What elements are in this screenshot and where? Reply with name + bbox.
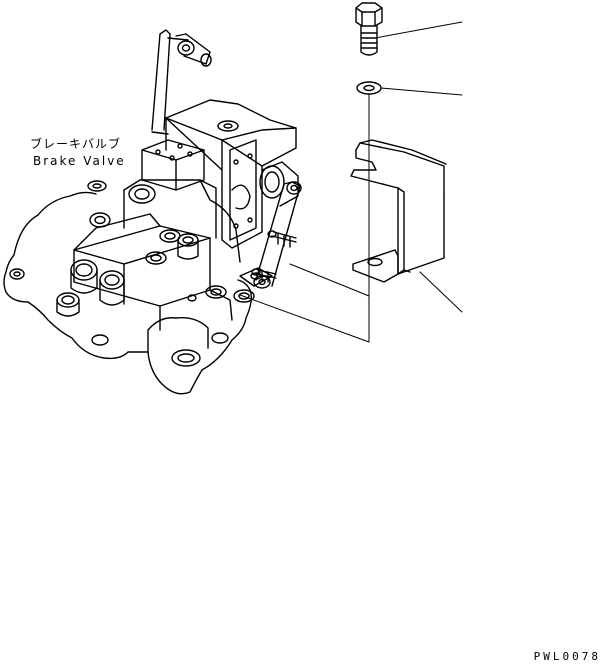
bracket — [351, 140, 446, 282]
washer — [357, 82, 381, 94]
bolt — [356, 3, 382, 55]
leader-lines — [240, 22, 462, 342]
part-label-english: Brake Valve — [33, 154, 126, 168]
part-label-japanese: ブレーキバルブ — [30, 137, 122, 151]
drawing-code: PWL0078 — [533, 650, 601, 663]
brake-valve-assembly — [4, 30, 301, 394]
